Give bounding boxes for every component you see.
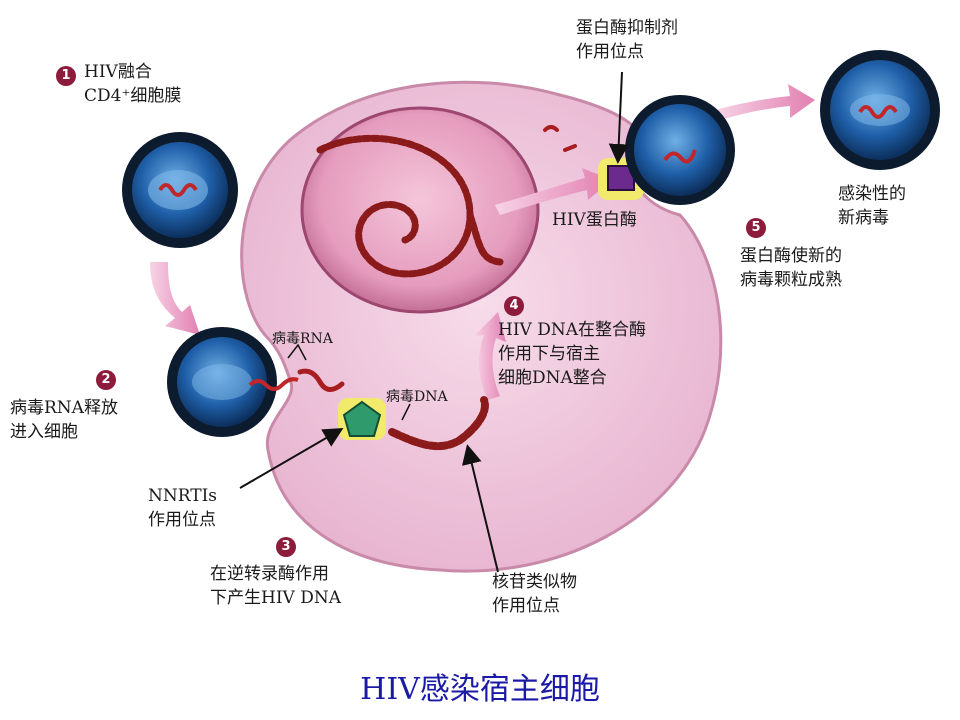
label-nucleoside-site: 核苷类似物 作用位点 [492,572,577,616]
diagram-canvas [122,50,940,573]
viral-dna-chain [388,396,489,451]
reverse-transcriptase [342,400,382,437]
budding-virion [625,95,735,205]
flow-arrow-entry [150,262,200,335]
hiv-virion-fusing [122,132,238,248]
hiv-virion-releasing-rna [167,327,277,437]
flow-arrow-release [715,84,815,120]
step-badge-3: 3 [276,537,296,557]
figure-caption: HIV感染宿主细胞 [360,672,600,707]
step-badge-4: 4 [504,296,524,316]
step-5-text: 蛋白酶使新的 病毒颗粒成熟 [740,246,842,290]
step-2-text: 病毒RNA释放 进入细胞 [10,398,118,442]
hiv-infection-diagram: 1 2 3 4 5 HIV融合 CD4⁺细胞膜 病毒RNA释放 进入细胞 在逆转… [10,18,940,616]
protease-fragments [543,125,676,168]
pointer-viral-rna [287,343,307,361]
step-badge-2: 2 [96,370,116,390]
pointer-nucleoside [462,444,499,573]
mature-infectious-virion [820,50,940,170]
pointer-viral-dna [401,403,411,421]
label-hiv-protease: HIV蛋白酶 [552,210,637,230]
flow-arrow-integration [474,312,506,400]
label-nnrti-site: NNRTIs 作用位点 [148,486,218,530]
pointer-nnrti [239,427,344,489]
step-1-text: HIV融合 CD4⁺细胞膜 [84,62,182,106]
nucleus [300,106,540,314]
step-3-text: 在逆转录酶作用 下产生HIV DNA [210,564,342,608]
step-badge-5: 5 [746,218,766,238]
step-4-text: HIV DNA在整合酶 作用下与宿主 细胞DNA整合 [498,320,647,388]
label-viral-dna: 病毒DNA [386,389,448,405]
pointer-protease-inhibitor [608,71,629,164]
step-badge-1: 1 [56,66,76,86]
flow-arrow-to-protease [495,168,612,215]
label-viral-rna: 病毒RNA [272,331,333,347]
viral-rna-strand [248,377,299,391]
label-infectious-virus: 感染性的 新病毒 [838,184,906,228]
label-protease-inhibitor-site: 蛋白酶抑制剂 作用位点 [576,18,678,62]
viral-rna-strand-2 [297,368,345,392]
host-dna-spiral [316,134,504,278]
